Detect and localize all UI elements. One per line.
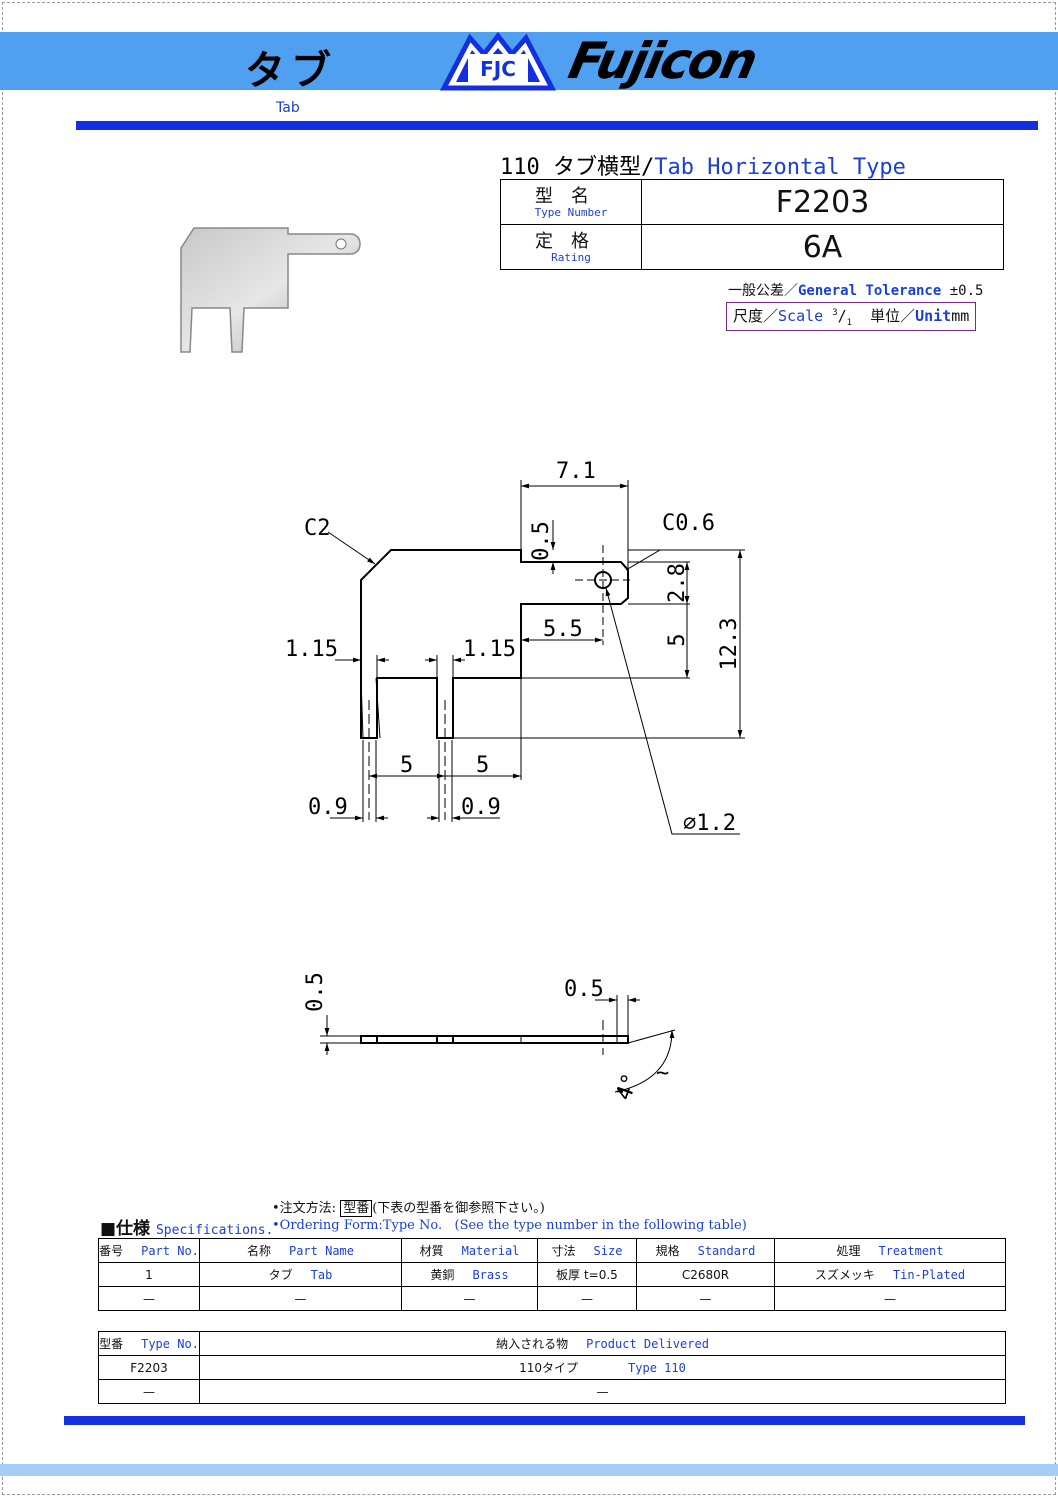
bottom-rule [64, 1416, 1025, 1425]
top-rule [76, 121, 1038, 130]
svg-text:4°: 4° [612, 1070, 645, 1103]
table-row: — — [98, 1379, 1006, 1404]
svg-text:0.9: 0.9 [461, 795, 501, 820]
ordering-form-jp: •注文方法: 型番(下表の型番を御参照下さい。) [272, 1200, 545, 1217]
scale-unit-box: 尺度／Scale 3/1 単位／Unitmm [726, 302, 977, 331]
svg-text:2.8: 2.8 [665, 563, 690, 603]
svg-text:C2: C2 [304, 516, 331, 541]
rating-value: 6A [641, 224, 1004, 270]
svg-text:0.9: 0.9 [308, 795, 348, 820]
specifications-heading: ■仕様 Specifications. [100, 1219, 274, 1239]
svg-text:1.15: 1.15 [285, 637, 338, 662]
svg-text:1.15: 1.15 [463, 637, 516, 662]
svg-text:5: 5 [665, 633, 690, 646]
general-tolerance: 一般公差／General Tolerance ±0.5 [728, 283, 984, 299]
dimension-labels: 7.1 0.5 C2 C0.6 2.8 5.5 5 12.3 1.15 1.15… [285, 459, 742, 836]
svg-text:0.5: 0.5 [564, 977, 604, 1002]
header-title-en: Tab [276, 100, 300, 116]
svg-text:5: 5 [400, 753, 413, 778]
product-title-en: Tab Horizontal Type [654, 155, 906, 180]
side-view [360, 1035, 629, 1044]
svg-text:5.5: 5.5 [543, 617, 583, 642]
svg-text:C0.6: C0.6 [662, 511, 715, 536]
bottom-band [0, 1464, 1058, 1476]
svg-text:~: ~ [656, 1061, 669, 1086]
rating-label-jp: 定格 [535, 230, 607, 252]
fjc-logo: FJC [439, 30, 557, 96]
product-title-jp: タブ横型/ [553, 155, 655, 180]
svg-text:0.5: 0.5 [303, 972, 328, 1012]
dimension-lines [327, 480, 745, 835]
svg-text:7.1: 7.1 [556, 459, 596, 484]
logo-text: FJC [480, 57, 516, 81]
side-dimension-lines [320, 995, 676, 1093]
svg-text:∅1.2: ∅1.2 [683, 811, 736, 836]
type-label-jp: 型名 [535, 185, 607, 207]
rating-label-en: Rating [551, 250, 591, 264]
svg-text:0.5: 0.5 [529, 521, 554, 561]
type-value: F2203 [641, 179, 1004, 225]
product-title: 110 タブ横型/Tab Horizontal Type [500, 149, 906, 181]
table-row: — — — — — — [98, 1286, 1006, 1311]
type-label-en: Type Number [534, 205, 608, 219]
product-title-num: 110 [500, 155, 540, 180]
product-photo [180, 227, 361, 353]
svg-text:12.3: 12.3 [717, 618, 742, 671]
svg-text:5: 5 [476, 753, 489, 778]
header-title-jp: タブ [245, 48, 337, 94]
side-dimension-labels: 0.5 0.5 4° ~ [303, 972, 669, 1104]
ordering-form-en: •Ordering Form:Type No. (See the type nu… [272, 1218, 747, 1233]
